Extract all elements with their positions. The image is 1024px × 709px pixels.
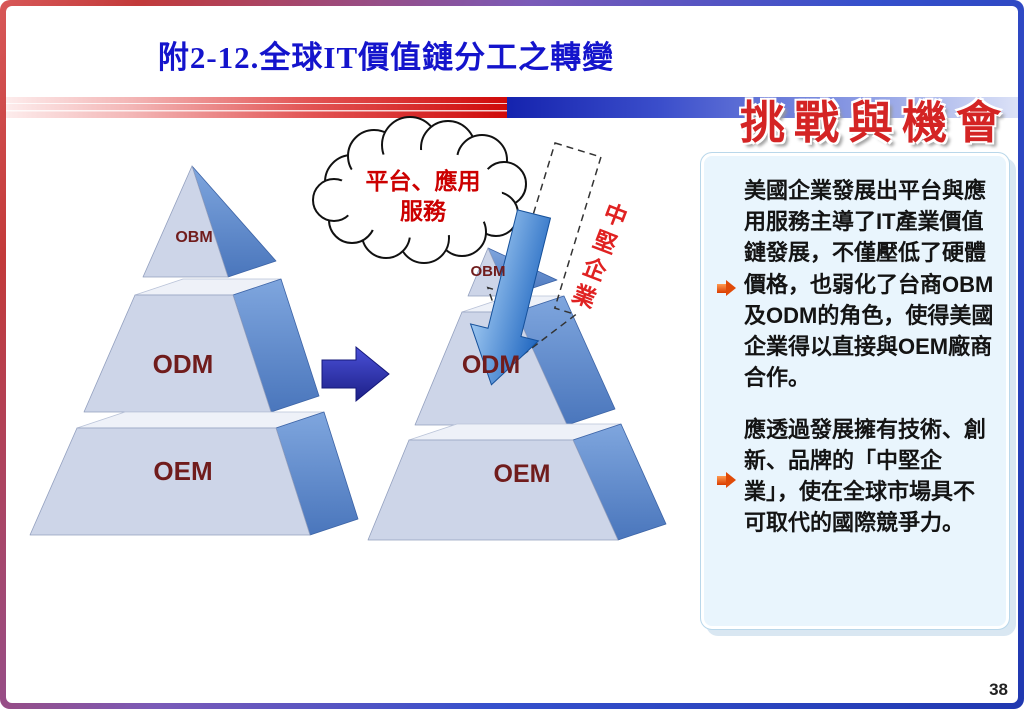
- right-pyramid-oem-label: OEM: [493, 460, 551, 488]
- divider-bar-blue: [506, 97, 1018, 118]
- left-pyramid-obm-front: [142, 165, 229, 278]
- right-pyramid-oem-front: [367, 439, 619, 541]
- right-pyramid-odm-label: ODM: [461, 351, 521, 379]
- cloud-callout-line1: 平台、應用: [365, 169, 481, 194]
- transition-right-arrow-icon: [321, 345, 390, 403]
- cloud-callout: 平台、應用 服務: [338, 167, 508, 227]
- page-number: 38: [989, 680, 1008, 699]
- cloud-shape: [312, 116, 527, 264]
- right-pyramid-obm-label: OBM: [470, 263, 506, 280]
- divider-bar-red: [6, 97, 507, 118]
- wordart-heading: 挑戰與機會: [739, 97, 1010, 148]
- left-pyramid: [29, 165, 359, 536]
- cloud-callout-line2: 服務: [400, 198, 446, 224]
- left-pyramid-oem-label: OEM: [153, 456, 213, 486]
- bullet-text: 美國企業發展出平台與應用服務主導了IT產業價值鏈發展，不僅壓低了硬體價格，也弱化…: [744, 178, 994, 391]
- bullet-item: 應透過發展擁有技術、創新、品牌的「中堅企業」，使在全球市場具不可取代的國際競爭力…: [717, 414, 995, 539]
- dashed-down-arrow-icon: [486, 142, 602, 364]
- left-pyramid-obm-label: OBM: [175, 229, 213, 246]
- bullet-item: 美國企業發展出平台與應用服務主導了IT產業價值鏈發展，不僅壓低了硬體價格，也弱化…: [717, 175, 995, 394]
- bullet-right-arrow-icon: [717, 183, 736, 394]
- info-panel: 美國企業發展出平台與應用服務主導了IT產業價值鏈發展，不僅壓低了硬體價格，也弱化…: [700, 152, 1010, 630]
- divider-bar: [6, 97, 1018, 118]
- bullet-text: 應透過發展擁有技術、創新、品牌的「中堅企業」，使在全球市場具不可取代的國際競爭力…: [744, 416, 987, 536]
- left-pyramid-odm-label: ODM: [152, 349, 214, 379]
- blue-down-arrow-icon: [469, 209, 552, 386]
- bullet-right-arrow-icon: [717, 422, 736, 539]
- page-title: 附2-12.全球IT價值鏈分工之轉變: [157, 40, 615, 75]
- left-pyramid-oem-front: [29, 427, 311, 536]
